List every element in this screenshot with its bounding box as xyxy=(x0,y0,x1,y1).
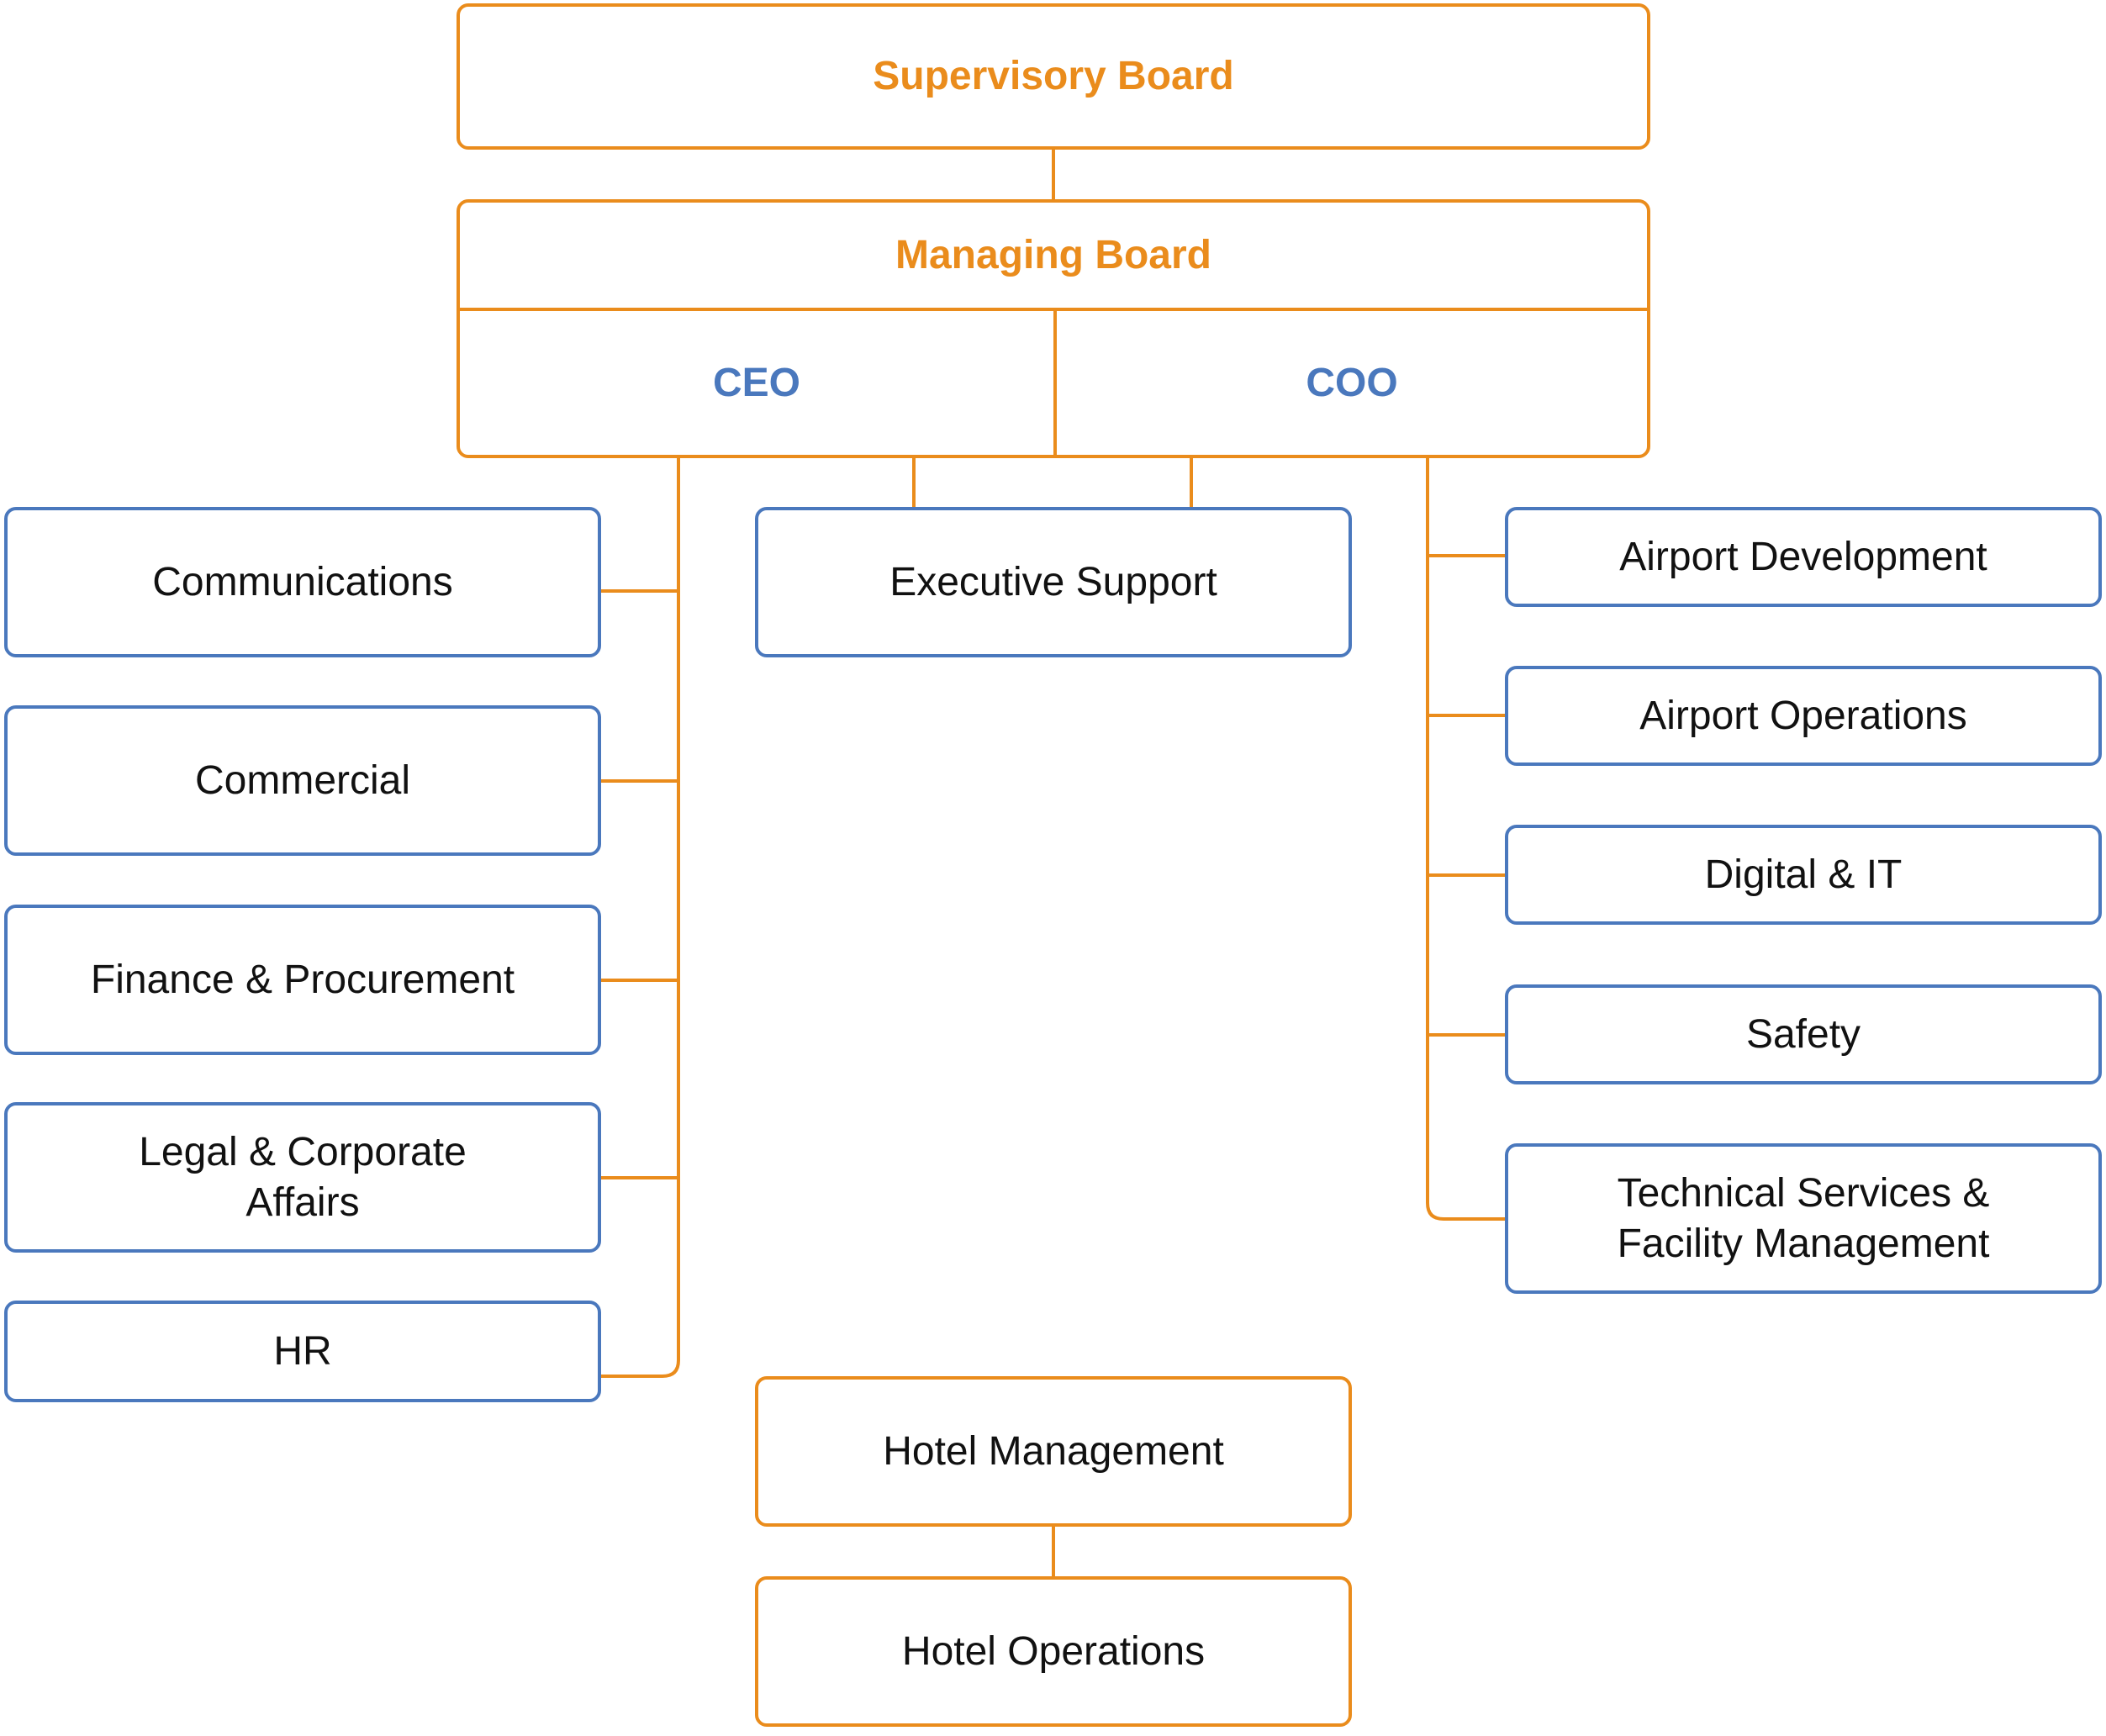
coo-label: COO xyxy=(1306,360,1398,405)
unit-box-technical-services-facility-management: Technical Services & Facility Management xyxy=(1505,1143,2102,1294)
supervisory-board-box: Supervisory Board xyxy=(457,3,1650,150)
unit-box-safety: Safety xyxy=(1505,984,2102,1084)
unit-label-technical-services-facility-management: Technical Services & Facility Management xyxy=(1617,1170,1990,1266)
unit-box-hr: HR xyxy=(4,1301,601,1402)
unit-box-airport-development: Airport Development xyxy=(1505,507,2102,607)
unit-label-digital-it: Digital & IT xyxy=(1704,852,1903,897)
executive-support-box: Executive Support xyxy=(755,507,1352,657)
unit-box-finance-procurement: Finance & Procurement xyxy=(4,905,601,1055)
unit-label-commercial: Commercial xyxy=(194,757,411,803)
ceo-label: CEO xyxy=(712,360,800,405)
managing-board-box: Managing Board CEO COO xyxy=(457,199,1650,458)
hotel-management-label: Hotel Management xyxy=(883,1428,1224,1474)
hotel-management-box: Hotel Management xyxy=(755,1376,1352,1527)
managing-board-title: Managing Board xyxy=(895,232,1211,277)
unit-box-communications: Communications xyxy=(4,507,601,657)
connector-coo-trunk xyxy=(1426,458,1507,1221)
unit-label-airport-operations: Airport Operations xyxy=(1639,693,1967,738)
ceo-coo-divider xyxy=(1053,311,1057,455)
unit-label-finance-procurement: Finance & Procurement xyxy=(90,957,515,1002)
unit-box-digital-it: Digital & IT xyxy=(1505,825,2102,925)
hotel-operations-box: Hotel Operations xyxy=(755,1576,1352,1727)
unit-box-airport-operations: Airport Operations xyxy=(1505,666,2102,766)
unit-box-legal-corporate-affairs: Legal & Corporate Affairs xyxy=(4,1102,601,1253)
unit-box-commercial: Commercial xyxy=(4,705,601,856)
unit-label-hr: HR xyxy=(273,1328,332,1374)
connector-ceo-trunk xyxy=(599,458,680,1378)
managing-board-divider xyxy=(460,308,1647,311)
hotel-operations-label: Hotel Operations xyxy=(901,1628,1206,1674)
supervisory-board-label: Supervisory Board xyxy=(873,54,1234,98)
executive-support-label: Executive Support xyxy=(889,559,1217,604)
unit-label-airport-development: Airport Development xyxy=(1619,534,1987,579)
unit-label-communications: Communications xyxy=(152,559,453,604)
unit-label-legal-corporate-affairs: Legal & Corporate Affairs xyxy=(139,1129,467,1225)
unit-label-safety: Safety xyxy=(1745,1011,1861,1057)
